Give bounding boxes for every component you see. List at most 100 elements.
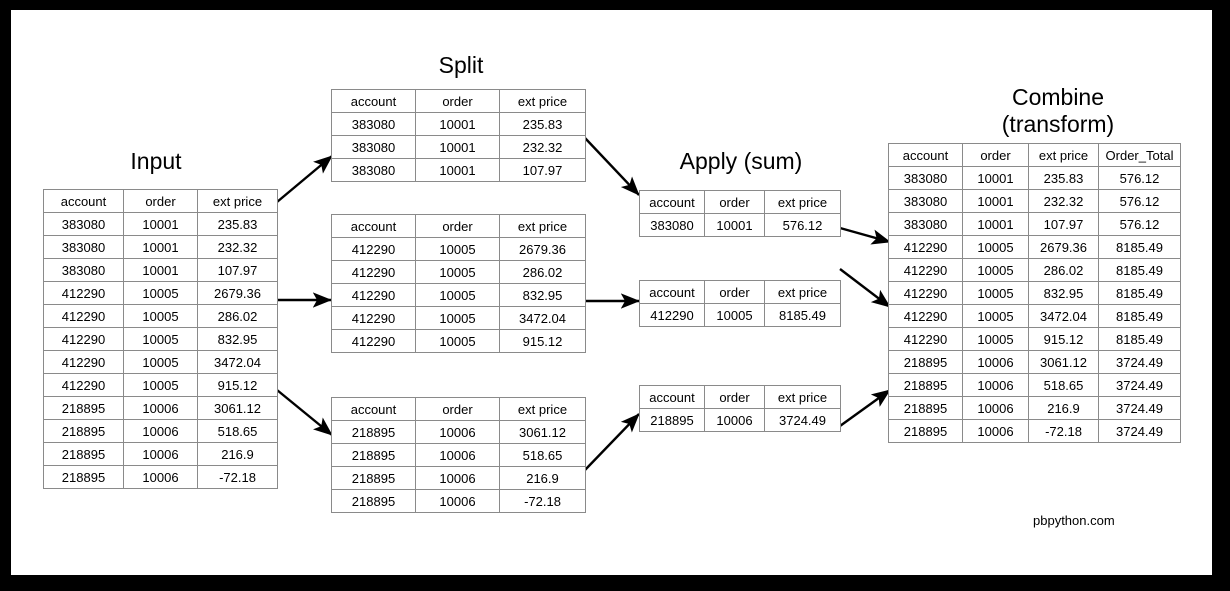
table-cell: 10001 [962, 166, 1029, 190]
table-cell: 10001 [123, 212, 198, 236]
table-cell: 383080 [43, 212, 124, 236]
table-cell: 412290 [43, 350, 124, 374]
column-header: account [331, 89, 416, 113]
table-cell: 3472.04 [499, 306, 586, 330]
table-cell: 915.12 [1028, 327, 1099, 351]
table-cell: 3061.12 [499, 420, 586, 444]
table-cell: 107.97 [1028, 212, 1099, 236]
column-header: ext price [764, 190, 841, 214]
table-cell: 286.02 [499, 260, 586, 284]
table-cell: 10006 [123, 442, 198, 466]
arrow-apply-1-to-combine [839, 226, 891, 245]
table-cell: 232.32 [197, 235, 278, 259]
table-cell: 218895 [331, 466, 416, 490]
table-cell: 10005 [123, 304, 198, 328]
column-header: account [43, 189, 124, 213]
table-cell: 216.9 [499, 466, 586, 490]
table-cell: 412290 [43, 373, 124, 397]
table-cell: 915.12 [197, 373, 278, 397]
table-cell: 10006 [415, 443, 500, 467]
table-cell: 8185.49 [1098, 304, 1181, 328]
table-cell: 107.97 [197, 258, 278, 282]
table-cell: 383080 [331, 135, 416, 159]
arrow-apply-3-to-combine [839, 389, 891, 427]
table-cell: 576.12 [1098, 189, 1181, 213]
table-cell: 218895 [888, 350, 963, 374]
table-cell: 10001 [704, 213, 765, 237]
table-cell: 10005 [123, 327, 198, 351]
table-cell: 10006 [415, 466, 500, 490]
table-cell: 2679.36 [1028, 235, 1099, 259]
table-cell: 383080 [43, 258, 124, 282]
table-cell: -72.18 [1028, 419, 1099, 443]
column-header: order [415, 397, 500, 421]
table-cell: 412290 [43, 327, 124, 351]
table-cell: 10001 [123, 258, 198, 282]
table-cell: 383080 [888, 212, 963, 236]
table-cell: 218895 [43, 465, 124, 489]
column-header: account [639, 190, 705, 214]
table-cell: 412290 [888, 235, 963, 259]
table-cell: 10006 [962, 350, 1029, 374]
table-cell: 218895 [43, 396, 124, 420]
table-cell: 8185.49 [764, 303, 841, 327]
table-cell: 10006 [415, 489, 500, 513]
table-cell: 2679.36 [499, 237, 586, 261]
table-cell: 10001 [415, 135, 500, 159]
table-cell: 412290 [331, 306, 416, 330]
table-cell: 3724.49 [1098, 350, 1181, 374]
table-cell: 3724.49 [1098, 396, 1181, 420]
table-cell: 10001 [962, 212, 1029, 236]
table-cell: 10005 [415, 260, 500, 284]
column-header: account [331, 214, 416, 238]
table-cell: 10005 [415, 283, 500, 307]
table-cell: 518.65 [499, 443, 586, 467]
table-cell: 8185.49 [1098, 327, 1181, 351]
table-cell: 383080 [888, 189, 963, 213]
column-header: ext price [499, 214, 586, 238]
table-cell: 10005 [415, 329, 500, 353]
column-header: ext price [1028, 143, 1099, 167]
table-cell: 412290 [331, 260, 416, 284]
table-cell: 10001 [415, 112, 500, 136]
table-cell: 10006 [123, 396, 198, 420]
table-cell: 10005 [962, 327, 1029, 351]
table-cell: 412290 [888, 281, 963, 305]
table-cell: 218895 [331, 420, 416, 444]
column-header: ext price [197, 189, 278, 213]
table-cell: 832.95 [1028, 281, 1099, 305]
table-cell: 10005 [704, 303, 765, 327]
column-header: order [123, 189, 198, 213]
